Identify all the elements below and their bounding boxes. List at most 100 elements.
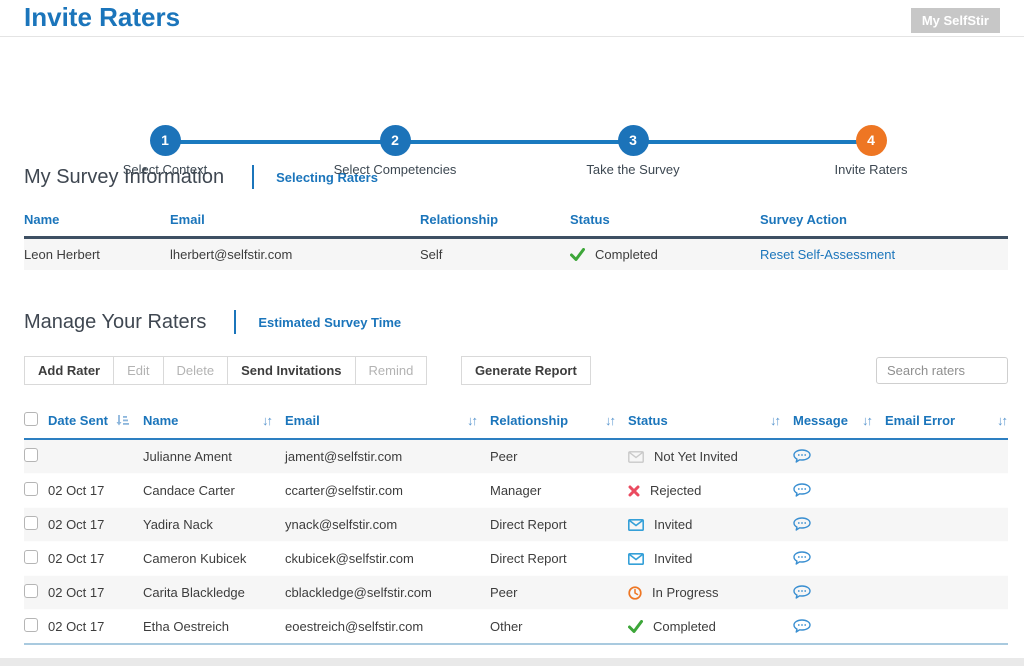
estimated-survey-time-link[interactable]: Estimated Survey Time [258, 314, 402, 330]
table-row: 02 Oct 17 Cameron Kubicek ckubicek@selfs… [24, 542, 1008, 576]
message-bubble-icon[interactable] [793, 619, 885, 634]
reset-self-assessment-link[interactable]: Reset Self-Assessment [760, 247, 896, 262]
rater-email: ckubicek@selfstir.com [285, 551, 414, 566]
row-checkbox[interactable] [24, 482, 38, 496]
message-bubble-icon[interactable] [793, 551, 885, 566]
step-circle: 1 [149, 125, 181, 156]
survey-info-header: My Survey Information Selecting Raters [24, 165, 1024, 189]
rater-email: ynack@selfstir.com [285, 517, 398, 532]
step-label: Take the Survey [586, 162, 680, 177]
col-name: Name [24, 212, 60, 227]
status-label: Invited [654, 517, 693, 532]
rater-email: lherbert@selfstir.com [170, 247, 293, 262]
row-checkbox[interactable] [24, 516, 38, 530]
raters-table: Date Sent Name↓↑ Email↓↑ Relationship↓↑ … [24, 403, 1008, 645]
rater-email: jament@selfstir.com [285, 449, 403, 464]
add-rater-button[interactable]: Add Rater [24, 356, 115, 385]
date-sent: 02 Oct 17 [48, 483, 105, 498]
x-icon [628, 485, 640, 497]
col-relationship: Relationship [420, 212, 499, 227]
edit-button[interactable]: Edit [113, 356, 164, 385]
sort-icon[interactable]: ↓↑ [605, 413, 616, 428]
message-bubble-icon[interactable] [793, 517, 885, 532]
rater-relationship: Direct Report [490, 517, 567, 532]
delete-button[interactable]: Delete [162, 356, 229, 385]
envelope-icon [628, 450, 644, 463]
col-email-error[interactable]: Email Error↓↑ [885, 413, 1008, 428]
send-invitations-button[interactable]: Send Invitations [227, 356, 356, 385]
check-icon [628, 620, 643, 633]
message-bubble-icon[interactable] [793, 585, 885, 600]
table-row: 02 Oct 17 Yadira Nack ynack@selfstir.com… [24, 507, 1008, 542]
sort-icon[interactable]: ↓↑ [862, 413, 873, 428]
table-row: Julianne Ament jament@selfstir.com Peer … [24, 439, 1008, 474]
col-status[interactable]: Status↓↑ [628, 413, 781, 428]
email-error [885, 508, 1008, 542]
step-circle: 4 [855, 125, 887, 156]
col-name[interactable]: Name↓↑ [143, 413, 273, 428]
stepper-line [165, 140, 871, 144]
divider [234, 310, 237, 334]
col-email[interactable]: Email↓↑ [285, 413, 478, 428]
envelope-icon [628, 552, 644, 565]
table-row: 02 Oct 17 Etha Oestreich eoestreich@self… [24, 610, 1008, 645]
entries-summary: Showing 1 to 6 of 6 entries [24, 656, 1024, 658]
email-error [885, 474, 1008, 508]
step-take-the-survey[interactable]: 3 Take the Survey [533, 125, 733, 177]
col-relationship[interactable]: Relationship↓↑ [490, 413, 616, 428]
date-sent: 02 Oct 17 [48, 585, 105, 600]
selecting-raters-link[interactable]: Selecting Raters [276, 169, 378, 185]
rater-email: ccarter@selfstir.com [285, 483, 403, 498]
col-email: Email [170, 212, 205, 227]
step-label: Invite Raters [834, 162, 908, 177]
search-raters-input[interactable] [876, 357, 1008, 384]
rater-name: Cameron Kubicek [143, 551, 247, 566]
row-checkbox[interactable] [24, 448, 38, 462]
col-message[interactable]: Message↓↑ [793, 413, 873, 428]
sort-icon[interactable]: ↓↑ [770, 413, 781, 428]
rater-name: Etha Oestreich [143, 619, 229, 634]
step-select-competencies[interactable]: 2 Select Competencies [295, 125, 495, 177]
email-error [885, 439, 1008, 474]
rater-relationship: Manager [490, 483, 542, 498]
row-checkbox[interactable] [24, 618, 38, 632]
row-checkbox[interactable] [24, 550, 38, 564]
sort-icon[interactable]: ↓↑ [467, 413, 478, 428]
clock-icon [628, 585, 642, 600]
progress-stepper: 1 Select Context 2 Select Competencies 3… [0, 59, 1024, 177]
page-title: Invite Raters [24, 2, 181, 32]
table-row: Leon Herbert lherbert@selfstir.com Self … [24, 237, 1008, 270]
table-header-row: Name Email Relationship Status Survey Ac… [24, 203, 1008, 238]
my-selfstir-button[interactable]: My SelfStir [910, 8, 1000, 33]
remind-button[interactable]: Remind [354, 356, 428, 385]
col-status: Status [570, 212, 610, 227]
manage-raters-title: Manage Your Raters [24, 310, 207, 333]
message-bubble-icon[interactable] [793, 449, 885, 464]
divider [252, 165, 255, 189]
check-icon [570, 248, 585, 261]
sort-icon[interactable]: ↓↑ [262, 413, 273, 428]
table-row: 02 Oct 17 Carita Blackledge cblackledge@… [24, 575, 1008, 610]
generate-report-button[interactable]: Generate Report [460, 356, 591, 385]
manage-raters-header: Manage Your Raters Estimated Survey Time [24, 310, 1024, 334]
date-sent [48, 439, 143, 474]
step-select-context[interactable]: 1 Select Context [65, 125, 265, 177]
sort-amount-icon[interactable] [116, 414, 129, 427]
sort-icon[interactable]: ↓↑ [997, 413, 1008, 428]
envelope-icon [628, 518, 644, 531]
col-date-sent[interactable]: Date Sent [48, 403, 143, 439]
select-all-checkbox[interactable] [24, 412, 38, 426]
row-checkbox[interactable] [24, 584, 38, 598]
message-bubble-icon[interactable] [793, 483, 885, 498]
step-invite-raters[interactable]: 4 Invite Raters [771, 125, 971, 177]
status-label: Rejected [650, 483, 702, 498]
email-error [885, 610, 1008, 645]
step-label: Select Competencies [333, 162, 457, 177]
rater-relationship: Other [490, 619, 523, 634]
date-sent: 02 Oct 17 [48, 619, 105, 634]
rater-name: Leon Herbert [24, 247, 100, 262]
status-label: Not Yet Invited [654, 449, 738, 464]
rater-email: cblackledge@selfstir.com [285, 585, 432, 600]
date-sent: 02 Oct 17 [48, 517, 105, 532]
